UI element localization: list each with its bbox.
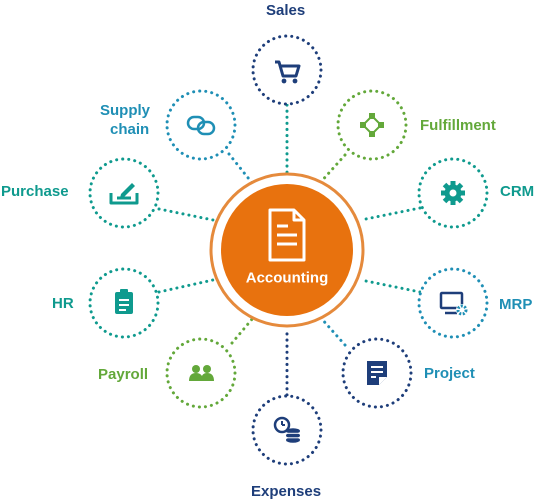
node-expenses bbox=[251, 394, 323, 466]
project-label: Project bbox=[424, 365, 475, 382]
badge-icon bbox=[115, 289, 133, 314]
chain-icon bbox=[186, 115, 216, 136]
node-purchase bbox=[88, 157, 160, 229]
people-icon bbox=[189, 365, 214, 381]
node-supply-chain bbox=[165, 89, 237, 161]
document-icon bbox=[268, 208, 306, 262]
node-fulfillment bbox=[336, 89, 408, 161]
connector-crm bbox=[359, 206, 422, 222]
sales-label: Sales bbox=[266, 2, 306, 19]
node-mrp bbox=[417, 267, 489, 339]
workflow-icon bbox=[360, 113, 384, 137]
monitor-gear-icon bbox=[439, 291, 468, 316]
accounting-label: Accounting bbox=[245, 269, 329, 287]
cart-icon bbox=[275, 60, 301, 84]
supply-label-line2: chain bbox=[110, 121, 150, 138]
connector-project bbox=[319, 316, 347, 347]
coins-icon bbox=[273, 416, 300, 443]
node-sales bbox=[251, 34, 323, 106]
connector-mrp bbox=[359, 278, 422, 294]
fulfillment-label: Fulfillment bbox=[420, 117, 496, 134]
node-hr bbox=[88, 267, 160, 339]
connector-hr bbox=[157, 278, 215, 294]
payroll-label: Payroll bbox=[98, 366, 149, 383]
hr-label: HR bbox=[52, 295, 74, 312]
gear-icon bbox=[441, 181, 465, 205]
node-crm bbox=[417, 157, 489, 229]
connector-payroll bbox=[230, 316, 255, 345]
connector-lines bbox=[157, 103, 422, 397]
notepad-icon bbox=[367, 361, 387, 385]
node-payroll bbox=[165, 337, 237, 409]
purchase-label: Purchase bbox=[1, 183, 69, 200]
supply-label-line1: Supply bbox=[100, 102, 151, 119]
connector-purchase bbox=[157, 207, 215, 222]
crm-label: CRM bbox=[500, 183, 535, 200]
expenses-label: Expenses bbox=[251, 483, 322, 500]
accounting-core bbox=[221, 184, 353, 316]
tray-pen-icon bbox=[109, 183, 139, 205]
mrp-label: MRP bbox=[499, 296, 533, 313]
node-project bbox=[341, 337, 413, 409]
connector-fulfillment bbox=[317, 153, 347, 186]
connector-supply bbox=[227, 152, 255, 186]
